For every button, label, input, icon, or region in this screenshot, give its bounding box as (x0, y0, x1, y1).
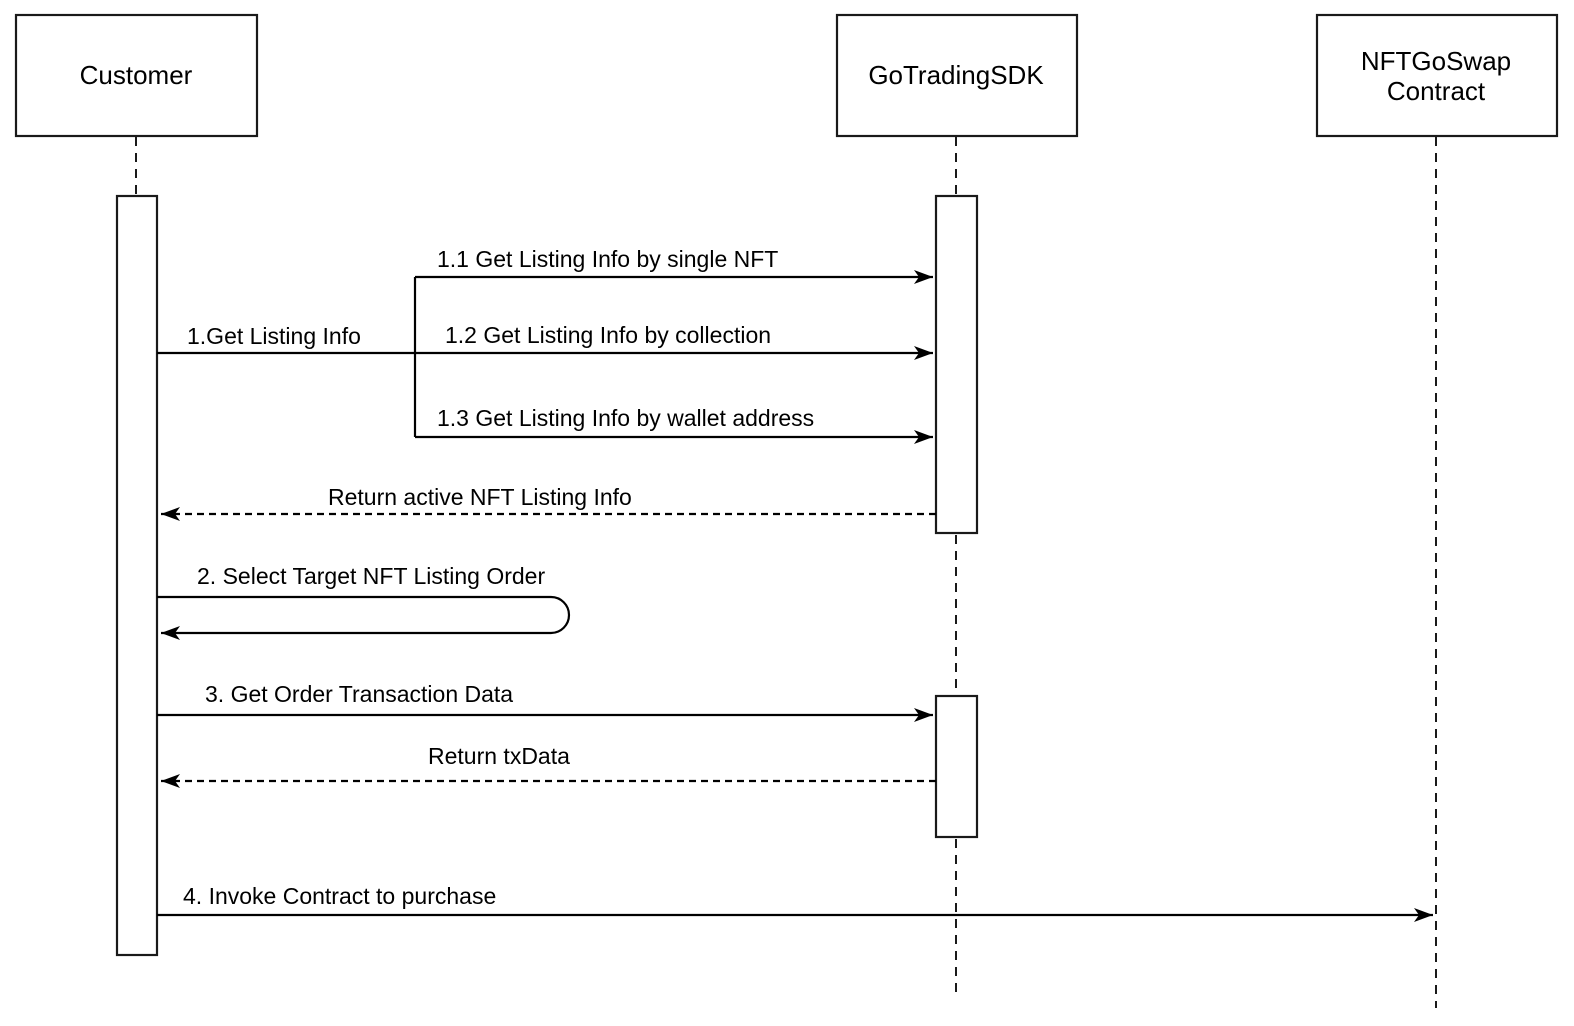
customer-activation-bar (115, 194, 159, 957)
message-4-label: 4. Invoke Contract to purchase (183, 883, 496, 909)
message-1-2-label: 1.2 Get Listing Info by collection (445, 322, 771, 348)
customer-label: Customer (80, 60, 193, 90)
message-1-label: 1.Get Listing Info (187, 323, 361, 349)
message-3-get-order-transaction-data: 3. Get Order Transaction Data (157, 681, 933, 722)
message-2-self-loop-arrow (157, 595, 571, 640)
gotradingsdk-label: GoTradingSDK (868, 60, 1044, 90)
gotradingsdk-activation-bar-2 (934, 694, 979, 839)
actor-nftgoswap-contract: NFTGoSwap Contract (1315, 13, 1559, 138)
nftgoswap-contract-box (1315, 13, 1559, 138)
actor-gotradingsdk: GoTradingSDK (835, 13, 1079, 138)
nftgoswap-contract-label-line1: NFTGoSwap (1361, 46, 1511, 76)
message-1-3-get-listing-info-by-wallet-address: 1.3 Get Listing Info by wallet address (415, 405, 933, 444)
actor-customer: Customer (14, 13, 259, 138)
message-1-1-get-listing-info-by-single-nft: 1.1 Get Listing Info by single NFT (415, 246, 933, 284)
return-1-label: Return active NFT Listing Info (328, 484, 632, 510)
return-2-label: Return txData (428, 743, 570, 769)
message-1-3-label: 1.3 Get Listing Info by wallet address (437, 405, 814, 431)
message-2-select-target-nft-listing-order: 2. Select Target NFT Listing Order (157, 563, 571, 640)
message-3-label: 3. Get Order Transaction Data (205, 681, 513, 707)
message-1-2-get-listing-info-by-collection: 1.2 Get Listing Info by collection (415, 322, 933, 360)
nftgoswap-contract-label-line2: Contract (1387, 76, 1486, 106)
message-2-label: 2. Select Target NFT Listing Order (197, 563, 545, 589)
message-4-invoke-contract-to-purchase: 4. Invoke Contract to purchase (157, 883, 1433, 922)
message-1-1-label: 1.1 Get Listing Info by single NFT (437, 246, 778, 272)
gotradingsdk-activation-bar-1 (934, 194, 979, 535)
return-txdata: Return txData (161, 743, 936, 788)
gotradingsdk-box (835, 13, 1079, 138)
message-1-get-listing-info: 1.Get Listing Info (157, 277, 417, 437)
customer-box (14, 13, 259, 138)
return-active-nft-listing-info: Return active NFT Listing Info (161, 484, 936, 521)
